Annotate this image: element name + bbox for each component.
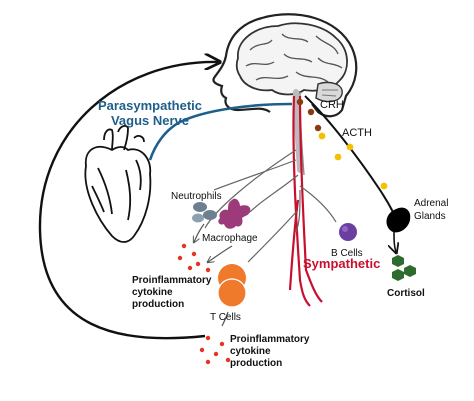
nerve-fibers bbox=[204, 149, 337, 263]
sympathetic-trunk bbox=[288, 95, 323, 307]
proinflammatory-lower-line3: production bbox=[230, 358, 282, 369]
macrophage-label: Macrophage bbox=[202, 233, 258, 244]
cortisol-molecule-icon bbox=[392, 255, 416, 281]
neutrophils-label: Neutrophils bbox=[171, 191, 222, 202]
proinflammatory-lower-line2: cytokine bbox=[230, 346, 271, 357]
crh-dots bbox=[296, 98, 322, 132]
heart-icon bbox=[84, 125, 152, 243]
adrenal-label: Adrenal bbox=[414, 198, 448, 209]
neutrophil-icon bbox=[192, 202, 217, 223]
cortisol-label: Cortisol bbox=[387, 288, 425, 299]
macrophage-icon bbox=[218, 198, 251, 229]
b-cells-label: B Cells bbox=[331, 248, 363, 259]
proinflammatory-upper-line2: cytokine bbox=[132, 287, 173, 298]
acth-dots bbox=[318, 132, 388, 190]
acth-label: ACTH bbox=[342, 127, 372, 139]
parasympathetic-label: Parasympathetic bbox=[98, 98, 202, 113]
proinflammatory-upper-line3: production bbox=[132, 299, 184, 310]
feedback-loop-arrow bbox=[38, 62, 218, 340]
cytokine-dots-lower bbox=[199, 335, 231, 365]
t-cells-label: T Cells bbox=[210, 312, 241, 323]
proinflammatory-upper-line1: Proinflammatory bbox=[132, 275, 212, 286]
sympathetic-label: Sympathetic bbox=[303, 256, 380, 271]
vagus-nerve bbox=[148, 102, 293, 161]
proinflammatory-lower-line1: Proinflammatory bbox=[230, 334, 310, 345]
vagus-nerve-label: Vagus Nerve bbox=[111, 113, 189, 128]
brain-icon bbox=[212, 13, 358, 118]
cytokine-dots-upper bbox=[177, 243, 211, 273]
spinal-cord bbox=[293, 89, 303, 173]
hpa-axis-line bbox=[304, 95, 395, 215]
adrenal-gland-icon bbox=[386, 207, 411, 233]
head-profile-outline bbox=[212, 13, 358, 118]
glands-label: Glands bbox=[414, 211, 446, 222]
crh-label: CRH bbox=[320, 99, 344, 111]
t-cell-icon bbox=[217, 264, 247, 308]
b-cell-icon bbox=[339, 223, 357, 241]
